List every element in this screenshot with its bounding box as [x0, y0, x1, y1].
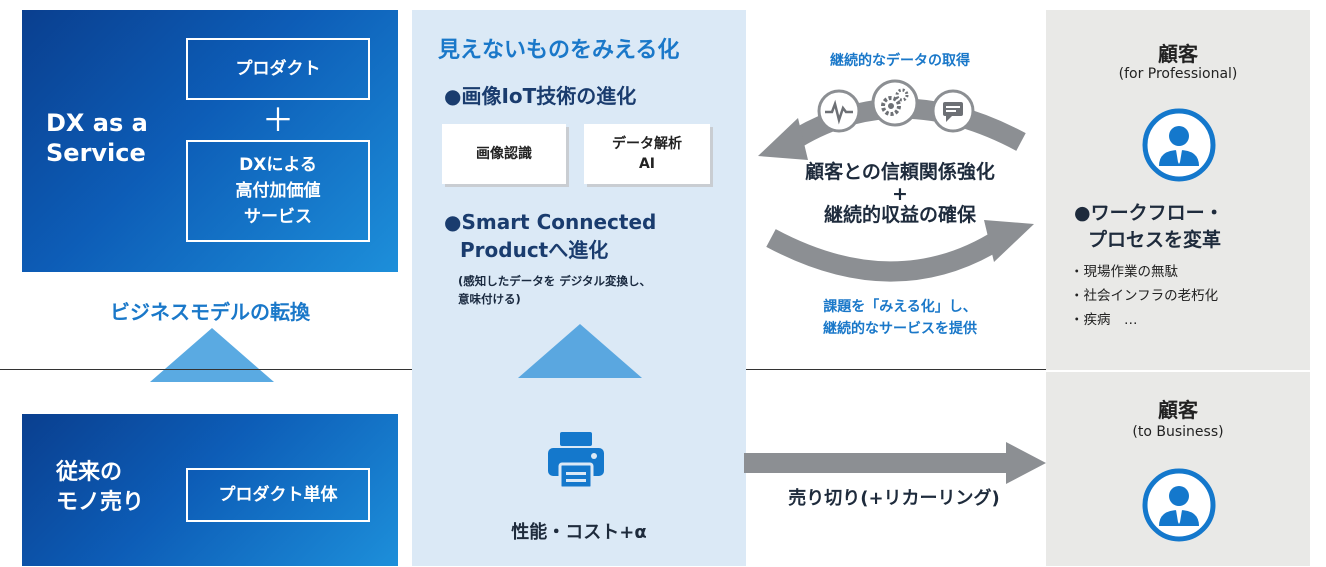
- plus-sign: ＋: [262, 101, 295, 139]
- business-model-shift-label: ビジネスモデルの転換: [110, 300, 310, 324]
- issue-item: ・疾病 …: [1070, 312, 1138, 328]
- dx-value-service-box: DXによる 高付加価値 サービス: [186, 140, 370, 242]
- customer-pro-title: 顧客: [1158, 42, 1198, 66]
- smart-product-bullet: ●Smart Connected Productへ進化: [444, 210, 657, 262]
- gears-icon: [870, 78, 920, 128]
- business-person-icon: [1142, 468, 1216, 542]
- legacy-title: 従来の モノ売り: [56, 460, 145, 515]
- product-box: プロダクト: [186, 38, 370, 100]
- smart-product-note: (感知したデータを デジタル変換し、 意味付ける): [458, 274, 652, 306]
- data-analysis-tag: データ解析 AI: [584, 124, 710, 184]
- legacy-sales-panel: 従来の モノ売り プロダクト単体: [22, 414, 398, 566]
- customer-biz-subtitle: (to Business): [1132, 424, 1224, 440]
- sale-arrow: [744, 442, 1046, 484]
- customer-biz-title: 顧客: [1158, 398, 1198, 422]
- image-recognition-tag: 画像認識: [442, 124, 566, 184]
- visualize-service-label: 課題を「みえる化」し、 継続的なサービスを提供: [823, 299, 977, 337]
- iot-bullet: ●画像IoT技術の進化: [444, 84, 637, 108]
- issue-item: ・現場作業の無駄: [1070, 264, 1178, 280]
- dx-service-title: DX as a Service: [46, 109, 148, 167]
- dx-service-panel: DX as a Service プロダクト ＋ DXによる 高付加価値 サービス: [22, 10, 398, 272]
- customer-biz-panel: 顧客 (to Business): [1046, 372, 1310, 566]
- continuous-data-label: 継続的なデータの取得: [830, 53, 970, 69]
- cycle-main-text: 顧客との信頼関係強化 + 継続的収益の確保: [805, 161, 995, 226]
- product-alone-box: プロダクト単体: [186, 468, 370, 522]
- performance-cost-label: 性能・コスト+α: [511, 522, 647, 543]
- customer-pro-panel: 顧客 (for Professional) ●ワークフロー・ プロセスを変革 ・…: [1046, 10, 1310, 370]
- heartbeat-icon: [816, 88, 862, 134]
- workflow-bullet: ●ワークフロー・ プロセスを変革: [1074, 202, 1224, 251]
- shift-triangle-left: [150, 328, 274, 382]
- customer-pro-subtitle: (for Professional): [1118, 66, 1238, 82]
- visualization-title: 見えないものをみえる化: [438, 38, 680, 63]
- business-person-icon: [1142, 108, 1216, 182]
- printer-icon: [544, 428, 608, 492]
- chat-icon: [930, 88, 976, 134]
- visualization-panel: 見えないものをみえる化 ●画像IoT技術の進化 画像認識 データ解析 AI ●S…: [412, 10, 746, 566]
- issue-item: ・社会インフラの老朽化: [1070, 288, 1219, 304]
- shift-triangle-middle: [518, 324, 642, 378]
- issue-list: ・現場作業の無駄 ・社会インフラの老朽化 ・疾病 …: [1070, 260, 1300, 332]
- sale-label: 売り切り(+リカーリング): [788, 488, 1000, 509]
